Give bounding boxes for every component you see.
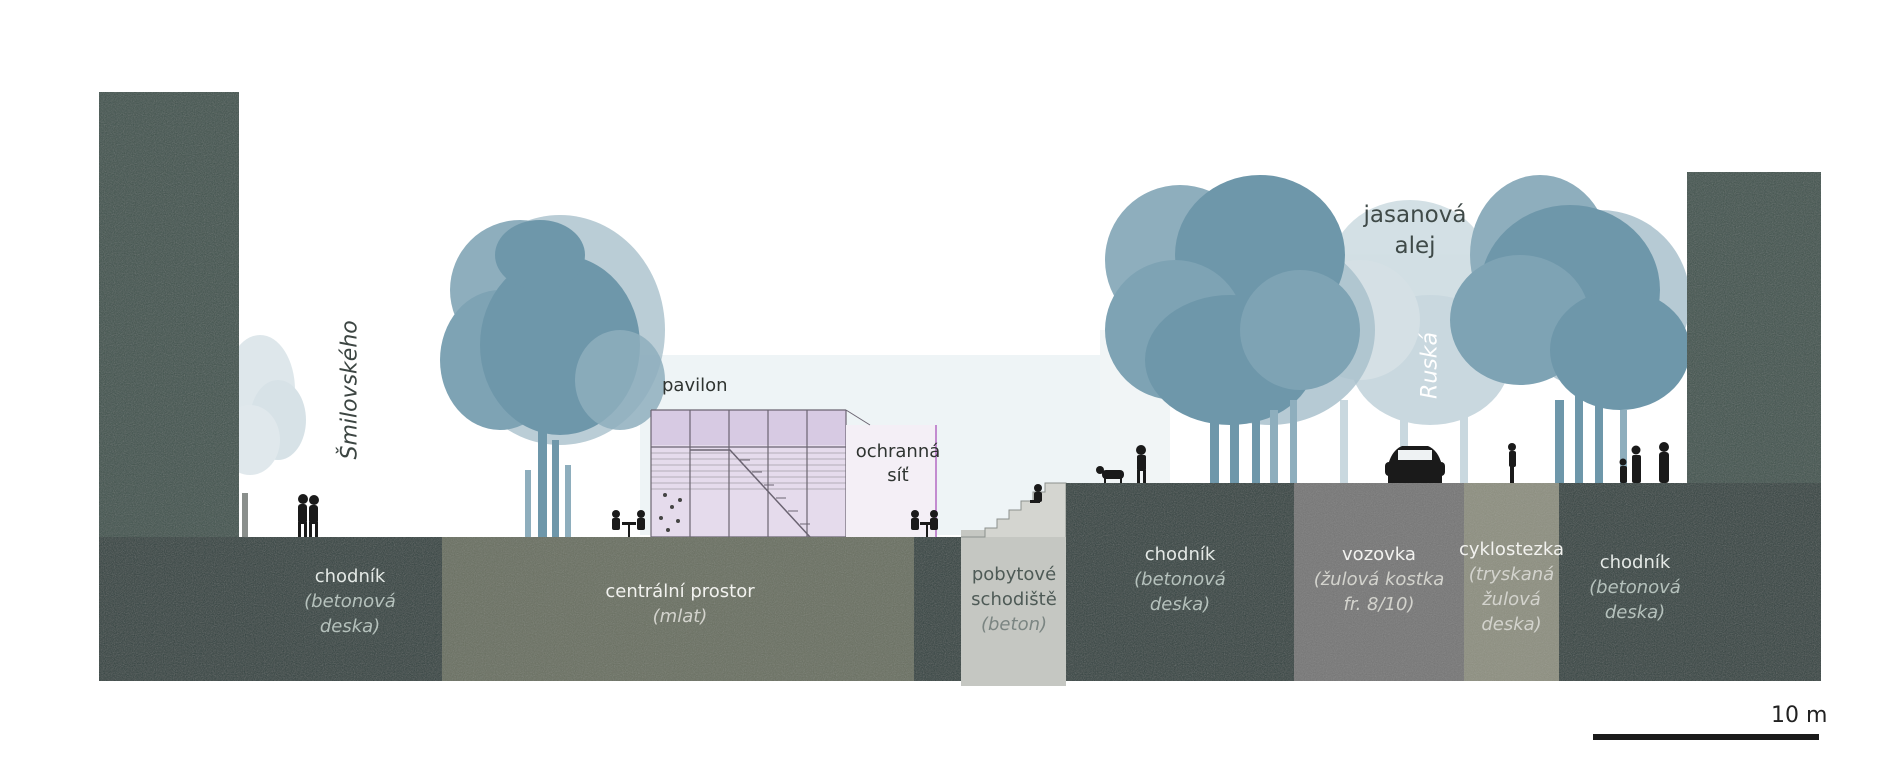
segment-material: (betonová	[304, 591, 396, 612]
protective-net	[846, 425, 936, 537]
tree-left-group	[440, 215, 665, 537]
building-right	[1687, 172, 1821, 485]
segment-name: centrální prostor	[605, 581, 755, 602]
ground-sidewalk-right	[1559, 483, 1821, 681]
segment-label-road: vozovka (žulová kostka fr. 8/10)	[1299, 542, 1459, 617]
people-silhouettes	[298, 442, 1669, 537]
ground-stairs	[961, 530, 1066, 686]
segment-material: deska)	[1481, 614, 1542, 635]
alley-label-line2: alej	[1394, 233, 1436, 259]
segment-name: chodník	[1144, 544, 1216, 565]
ground-bike-path	[1464, 483, 1559, 681]
segment-material: fr. 8/10)	[1343, 594, 1415, 615]
alley-label: jasanová alej	[1355, 200, 1475, 262]
segment-material: (žulová kostka	[1313, 569, 1445, 590]
segment-material: deska)	[319, 616, 381, 637]
pavilion	[650, 409, 937, 538]
street-name-left: Šmilovského	[337, 320, 363, 460]
net-label-line1: ochranná	[855, 441, 941, 462]
bollard	[242, 493, 248, 537]
segment-name: chodník	[314, 566, 386, 587]
net-label-line2: síť	[887, 465, 909, 486]
pavilion-label: pavilon	[662, 375, 728, 396]
scale-bar	[1593, 734, 1819, 740]
building-left	[99, 92, 239, 539]
segment-material: (betonová	[1134, 569, 1226, 590]
ground-sidewalk-left	[99, 537, 442, 681]
segment-name: chodník	[1599, 552, 1671, 573]
ground-sidewalk-mid	[1066, 483, 1294, 681]
street-name-right: Ruská	[1417, 332, 1443, 399]
segment-name: schodiště	[971, 589, 1057, 610]
segment-label-central-space: centrální prostor (mlat)	[580, 579, 780, 629]
segment-label-sidewalk-right: chodník (betonová deska)	[1555, 550, 1715, 625]
net-label: ochranná síť	[848, 440, 948, 488]
segment-material: deska)	[1604, 602, 1666, 623]
segment-material: (beton)	[980, 614, 1048, 635]
segment-name: pobytové	[971, 564, 1057, 585]
segment-label-bike-path: cyklostezka (tryskaná žulová deska)	[1452, 537, 1571, 637]
segment-material: (betonová	[1589, 577, 1681, 598]
tree-right-group-2	[1450, 175, 1690, 485]
tree-right-group-1	[1105, 175, 1375, 485]
segment-material: deska)	[1149, 594, 1211, 615]
segment-material: (tryskaná	[1468, 564, 1555, 585]
segment-material: žulová	[1482, 589, 1541, 610]
segment-name: cyklostezka	[1458, 539, 1565, 560]
segment-label-sidewalk-left: chodník (betonová deska)	[270, 564, 430, 639]
climbing-wall	[659, 493, 682, 532]
scale-bar-label: 10 m	[1771, 703, 1828, 728]
segment-material: (mlat)	[652, 606, 708, 627]
ground-central-space	[442, 537, 914, 681]
alley-label-line1: jasanová	[1363, 202, 1467, 228]
segment-label-sidewalk-mid: chodník (betonová deska)	[1100, 542, 1260, 617]
segment-name: vozovka	[1342, 544, 1416, 565]
ground-road	[1294, 483, 1464, 681]
segment-label-stairs: pobytové schodiště (beton)	[954, 562, 1074, 637]
ground-gap	[914, 537, 961, 681]
